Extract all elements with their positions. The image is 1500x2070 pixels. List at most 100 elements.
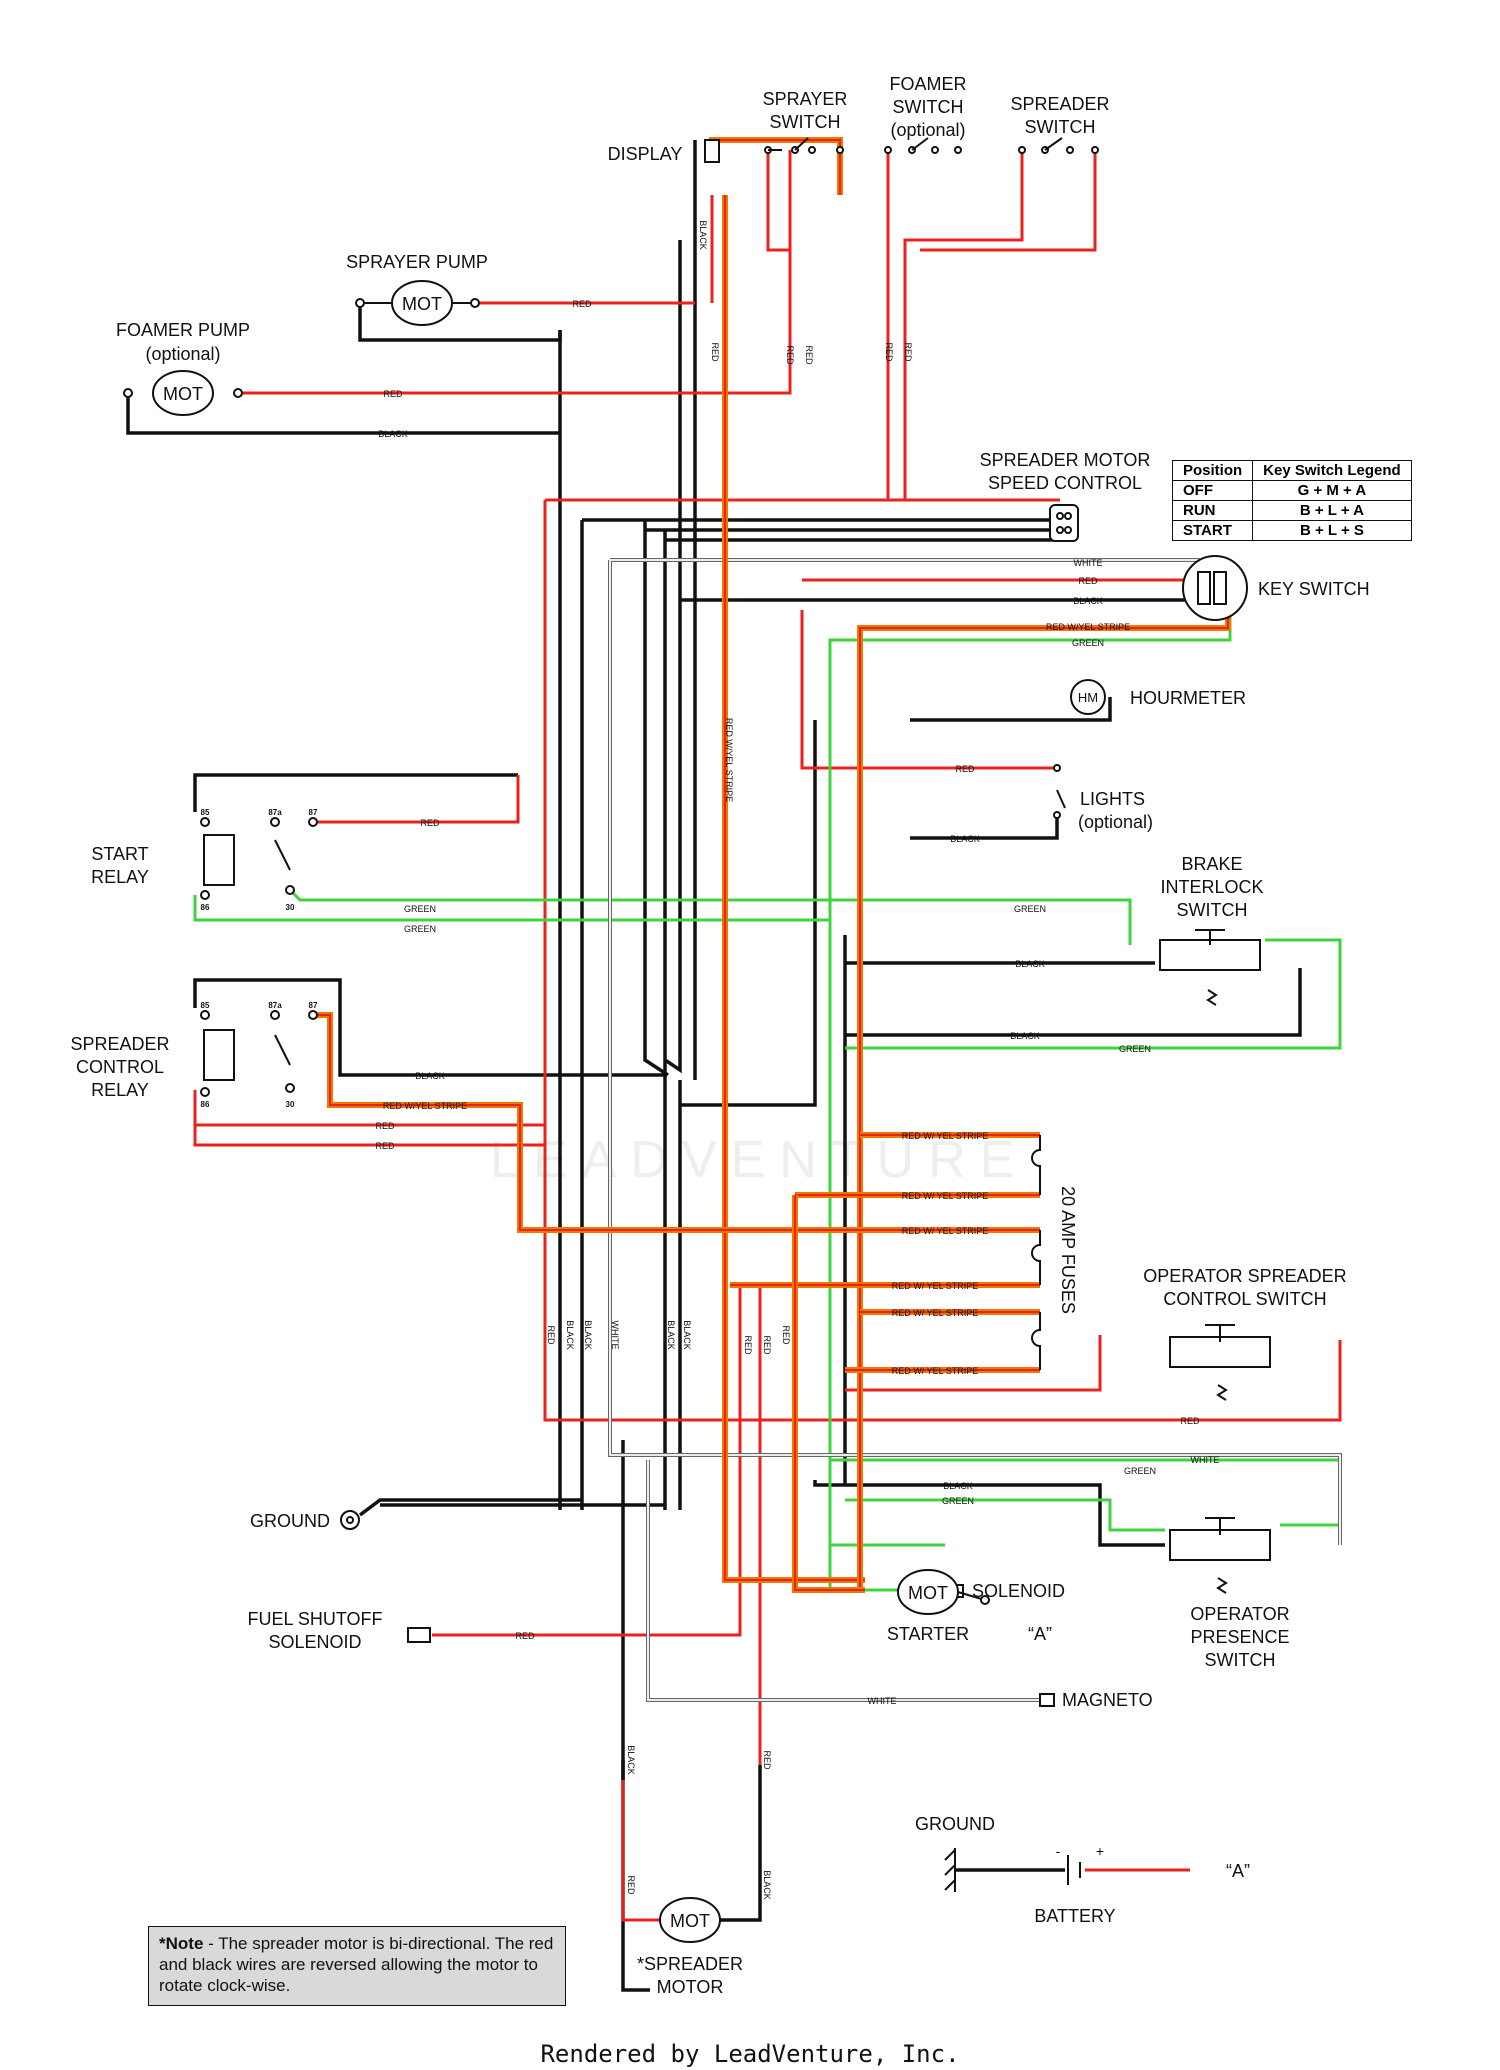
svg-text:LIGHTS: LIGHTS xyxy=(1080,789,1145,809)
svg-text:RELAY: RELAY xyxy=(91,867,149,887)
operator-spreader-control-switch: OPERATOR SPREADER CONTROL SWITCH xyxy=(1143,1266,1347,1401)
wire-red-left-col-2 xyxy=(543,610,1342,1422)
wire-black-brake-2 xyxy=(845,968,1302,1037)
svg-text:(optional): (optional) xyxy=(145,344,220,364)
wire-red-spreader-relay-1 xyxy=(193,1090,545,1147)
svg-text:RED: RED xyxy=(710,342,720,362)
svg-text:GREEN: GREEN xyxy=(1124,1466,1156,1476)
wire-red-start-relay xyxy=(313,775,520,824)
svg-text:RED: RED xyxy=(781,1325,791,1345)
svg-text:+: + xyxy=(1096,1843,1104,1859)
wire-black-presence xyxy=(813,1480,1165,1547)
battery-label: BATTERY xyxy=(1034,1906,1115,1926)
solenoid: SOLENOID xyxy=(944,1581,1065,1601)
sprayer-switch: SPRAYER SWITCH xyxy=(763,89,847,154)
wire-black-hourmeter xyxy=(910,697,1112,722)
svg-text:RED: RED xyxy=(626,1875,636,1895)
svg-text:RED: RED xyxy=(804,345,814,365)
svg-text:FUEL SHUTOFF: FUEL SHUTOFF xyxy=(247,1609,382,1629)
wire-red-spreader-motor-2 xyxy=(621,1780,660,1922)
wire-red-fuel xyxy=(432,1285,742,1637)
svg-text:GREEN: GREEN xyxy=(1072,638,1104,648)
brake-interlock-switch: BRAKE INTERLOCK SWITCH xyxy=(1159,854,1264,1006)
svg-text:RED: RED xyxy=(572,299,592,309)
svg-text:RED: RED xyxy=(955,764,975,774)
svg-text:SPRAYER PUMP: SPRAYER PUMP xyxy=(346,252,488,272)
wire-black-bus-2 xyxy=(664,240,682,1074)
wire-black-lights xyxy=(910,815,1059,840)
svg-text:(optional): (optional) xyxy=(1078,812,1153,832)
note-text: - The spreader motor is bi-directional. … xyxy=(159,1934,554,1995)
svg-text:RED: RED xyxy=(1180,1416,1200,1426)
wire-red-spreader-switch-2 xyxy=(920,150,1097,252)
wire-green-start-relay xyxy=(193,895,830,922)
svg-text:MAGNETO: MAGNETO xyxy=(1062,1690,1153,1710)
wire-labels: RED RED BLACK WHITE RED BLACK RED W/YEL … xyxy=(375,220,1219,1900)
lights-switch: LIGHTS (optional) xyxy=(1053,764,1153,832)
svg-text:OPERATOR SPREADER: OPERATOR SPREADER xyxy=(1143,1266,1346,1286)
svg-text:87a: 87a xyxy=(268,1001,282,1010)
wire-red-opsw xyxy=(845,1335,1102,1392)
wire-green-solenoid xyxy=(828,1500,945,1547)
svg-text:OPERATOR: OPERATOR xyxy=(1190,1604,1289,1624)
spreader-control-relay: 85 87a 87 86 30 SPREADER CONTROL RELAY xyxy=(70,1001,318,1109)
note-bold: *Note xyxy=(159,1934,204,1953)
svg-text:87a: 87a xyxy=(268,808,282,817)
svg-text:BLACK: BLACK xyxy=(1010,1031,1040,1041)
svg-text:86: 86 xyxy=(201,1100,210,1109)
svg-text:GREEN: GREEN xyxy=(1119,1044,1151,1054)
fuses-label: 20 AMP FUSES xyxy=(1058,1186,1078,1314)
svg-text:BLACK: BLACK xyxy=(583,1320,593,1350)
svg-text:RED W/YEL STRIPE: RED W/YEL STRIPE xyxy=(383,1101,467,1111)
svg-text:RED: RED xyxy=(375,1141,395,1151)
wire-black-spreader-relay xyxy=(193,978,665,1077)
svg-text:RED W/ YEL STRIPE: RED W/ YEL STRIPE xyxy=(902,1131,989,1141)
svg-text:SOLENOID: SOLENOID xyxy=(972,1581,1065,1601)
hourmeter: HM HOURMETER xyxy=(1070,679,1246,715)
svg-text:“A”: “A” xyxy=(1226,1861,1250,1881)
speed-control: SPREADER MOTOR SPEED CONTROL xyxy=(980,450,1150,542)
watermark: LEADVENTURE xyxy=(490,1131,1029,1189)
svg-text:GROUND: GROUND xyxy=(915,1814,995,1834)
svg-text:SPREADER: SPREADER xyxy=(1010,94,1109,114)
foamer-switch: FOAMER SWITCH (optional) xyxy=(884,74,967,154)
svg-text:RED W/ YEL STRIPE: RED W/ YEL STRIPE xyxy=(892,1366,979,1376)
legend-row: RUN B + L + A xyxy=(1171,500,1412,521)
battery-ground: GROUND xyxy=(915,1814,995,1892)
svg-text:SWITCH: SWITCH xyxy=(893,97,964,117)
svg-text:RED: RED xyxy=(383,389,403,399)
svg-text:BRAKE: BRAKE xyxy=(1181,854,1242,874)
svg-text:SWITCH: SWITCH xyxy=(1205,1650,1276,1670)
legend-header-position: Position xyxy=(1171,460,1254,481)
footer-credit: Rendered by LeadVenture, Inc. xyxy=(540,2040,960,2068)
svg-text:RED: RED xyxy=(785,345,795,365)
svg-text:RED: RED xyxy=(1078,576,1098,586)
svg-text:STARTER: STARTER xyxy=(887,1624,969,1644)
svg-text:85: 85 xyxy=(201,808,210,817)
svg-text:CONTROL SWITCH: CONTROL SWITCH xyxy=(1163,1289,1326,1309)
display-label: DISPLAY xyxy=(608,144,683,164)
wire-black-sprayer-pump xyxy=(358,300,562,342)
svg-text:SWITCH: SWITCH xyxy=(1025,117,1096,137)
svg-text:RED: RED xyxy=(903,342,913,362)
wire-green-brake xyxy=(845,938,1342,1050)
note-box: *Note - The spreader motor is bi-directi… xyxy=(148,1926,566,2006)
ground-label: GROUND xyxy=(250,1511,330,1531)
spreader-switch: SPREADER SWITCH xyxy=(1010,94,1110,154)
display-connector: DISPLAY xyxy=(608,139,720,164)
sprayer-pump: MOT SPRAYER PUMP xyxy=(346,252,488,326)
svg-text:BLACK: BLACK xyxy=(762,1870,772,1900)
svg-text:(optional): (optional) xyxy=(890,120,965,140)
wire-green-start-relay-2 xyxy=(288,888,1132,945)
svg-text:-: - xyxy=(1056,1843,1061,1859)
operator-presence-switch: OPERATOR PRESENCE SWITCH xyxy=(1169,1517,1290,1670)
svg-text:RED W/ YEL STRIPE: RED W/ YEL STRIPE xyxy=(892,1308,979,1318)
svg-text:BLACK: BLACK xyxy=(626,1745,636,1775)
svg-text:CONTROL: CONTROL xyxy=(76,1057,164,1077)
svg-text:GREEN: GREEN xyxy=(404,904,436,914)
wire-black-bus-8 xyxy=(621,1440,650,1992)
wire-red-lights xyxy=(800,610,1057,770)
svg-text:87: 87 xyxy=(309,808,318,817)
svg-text:30: 30 xyxy=(286,1100,295,1109)
